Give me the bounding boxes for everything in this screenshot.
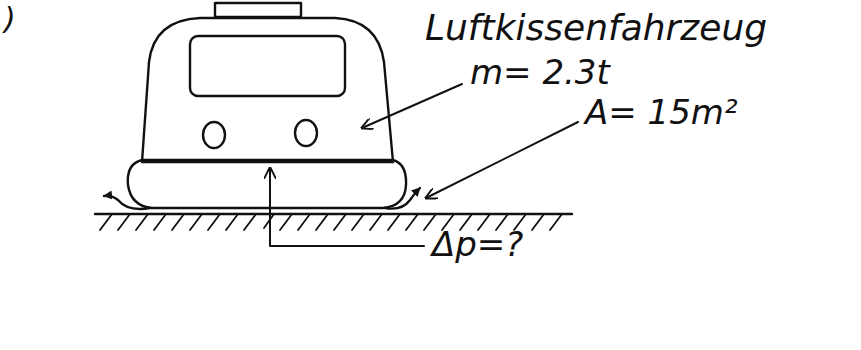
- headlight: [295, 120, 317, 146]
- vehicle-name: Luftkissenfahrzeug: [425, 8, 767, 48]
- windscreen: [190, 36, 345, 96]
- area-value: A= 15m²: [585, 94, 738, 131]
- item-marker: ): [4, 2, 16, 35]
- pressure-unknown: Δp=?: [432, 226, 523, 263]
- leader-line: [270, 168, 424, 246]
- leader-line: [426, 122, 578, 198]
- air-skirt: [128, 160, 406, 208]
- vehicle-body: [142, 18, 393, 162]
- mass-value: m= 2.3t: [470, 54, 610, 91]
- skirt-top: [142, 161, 393, 163]
- roof-box: [215, 3, 301, 17]
- leader-line: [362, 84, 462, 128]
- air-outflow-arrow: [104, 196, 150, 209]
- headlight: [203, 122, 225, 148]
- air-outflow-arrow: [385, 188, 420, 209]
